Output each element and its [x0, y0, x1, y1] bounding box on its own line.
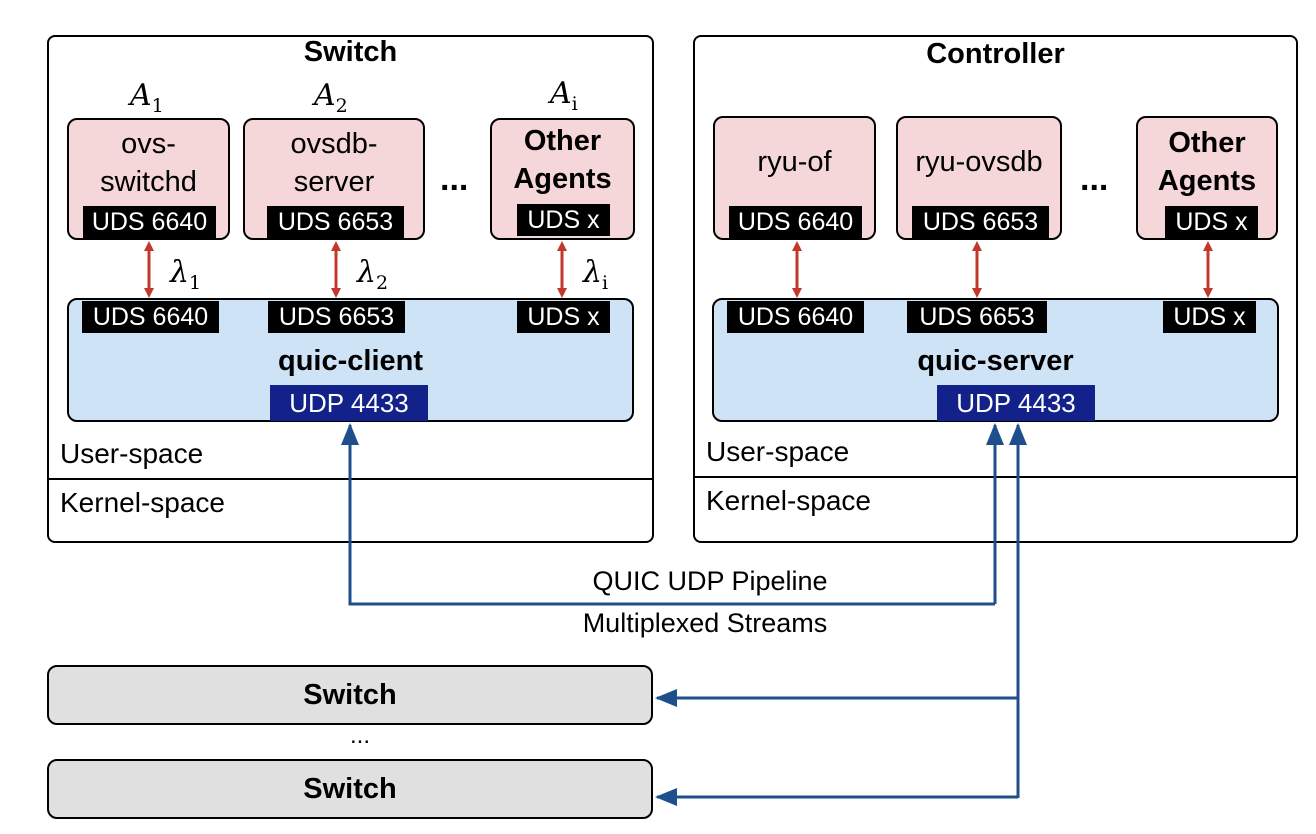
server-uds-port-6653: UDS 6653	[907, 301, 1047, 333]
other-switch-label: Switch	[303, 773, 397, 805]
agent-other-agents: Other Agents UDS x	[490, 118, 635, 240]
controller-agents-ellipsis: ...	[1080, 160, 1109, 198]
uds-port-tag: UDS x	[517, 204, 610, 236]
uds-port-tag: UDS 6653	[267, 206, 404, 238]
controller-panel-title: Controller	[926, 38, 1065, 70]
agent-label-line1: ryu-of	[757, 146, 832, 178]
agent-ovs-switchd: ovs- switchd UDS 6640	[67, 118, 230, 240]
controller-user-space-label: User-space	[706, 436, 850, 467]
link-symbol-lambda1: λ1	[170, 255, 202, 294]
quic-server-label: quic-server	[917, 345, 1074, 377]
quic-server-udp-port: UDP 4433	[937, 385, 1095, 421]
uds-port-tag: UDS x	[1165, 206, 1258, 238]
agent-symbol-a2: A2	[314, 78, 348, 117]
uds-port-tag: UDS 6653	[912, 206, 1049, 238]
pipeline-label-line2: Multiplexed Streams	[582, 608, 828, 638]
switch-agents-ellipsis: ...	[440, 160, 469, 198]
other-switches-ellipsis: ...	[349, 722, 370, 749]
uds-port-tag: UDS 6640	[729, 206, 862, 238]
server-uds-port-6640: UDS 6640	[727, 301, 864, 333]
controller-kernel-space-label: Kernel-space	[706, 485, 871, 516]
agent-ryu-ovsdb: ryu-ovsdb UDS 6653	[896, 116, 1062, 240]
client-uds-port-6640: UDS 6640	[82, 301, 219, 333]
quic-client-label: quic-client	[277, 345, 423, 377]
link-symbol-lambdai: λi	[583, 255, 609, 294]
pipeline-label-line1: QUIC UDP Pipeline	[592, 566, 828, 596]
agent-ovsdb-server: ovsdb- server UDS 6653	[243, 118, 425, 240]
switch-panel-title: Switch	[303, 36, 398, 68]
quic-pipeline-arrow-client	[341, 423, 995, 606]
switch-kernel-space-label: Kernel-space	[60, 487, 225, 518]
other-switch-top: Switch	[47, 665, 653, 725]
agent-ryu-of: ryu-of UDS 6640	[713, 116, 876, 240]
other-switch-label: Switch	[303, 679, 397, 711]
link-symbol-lambda2: λ2	[357, 255, 389, 294]
quic-client-udp-port: UDP 4433	[270, 385, 428, 421]
agent-label-line1: Other	[523, 125, 602, 157]
agent-label-line1: ryu-ovsdb	[915, 146, 1043, 178]
agent-label-line1: ovsdb-	[290, 128, 378, 160]
switch-user-space-label: User-space	[60, 438, 204, 469]
client-uds-port-x: UDS x	[517, 301, 610, 333]
agent-label-line1: Other	[1168, 127, 1246, 159]
agent-label-line2: switchd	[100, 166, 197, 198]
agent-label-line1: ovs-	[121, 128, 176, 160]
client-uds-port-6653: UDS 6653	[268, 301, 405, 333]
agent-symbol-ai: Ai	[550, 76, 578, 115]
agent-symbol-a1: A1	[130, 78, 164, 117]
agent-label-line2: Agents	[513, 163, 612, 195]
agent-label-line2: server	[293, 166, 375, 198]
uds-port-tag: UDS 6640	[83, 206, 216, 238]
agent-other-agents-controller: Other Agents UDS x	[1136, 116, 1278, 240]
server-uds-port-x: UDS x	[1163, 301, 1256, 333]
agent-label-line2: Agents	[1157, 165, 1257, 197]
other-switch-bottom: Switch	[47, 759, 653, 819]
